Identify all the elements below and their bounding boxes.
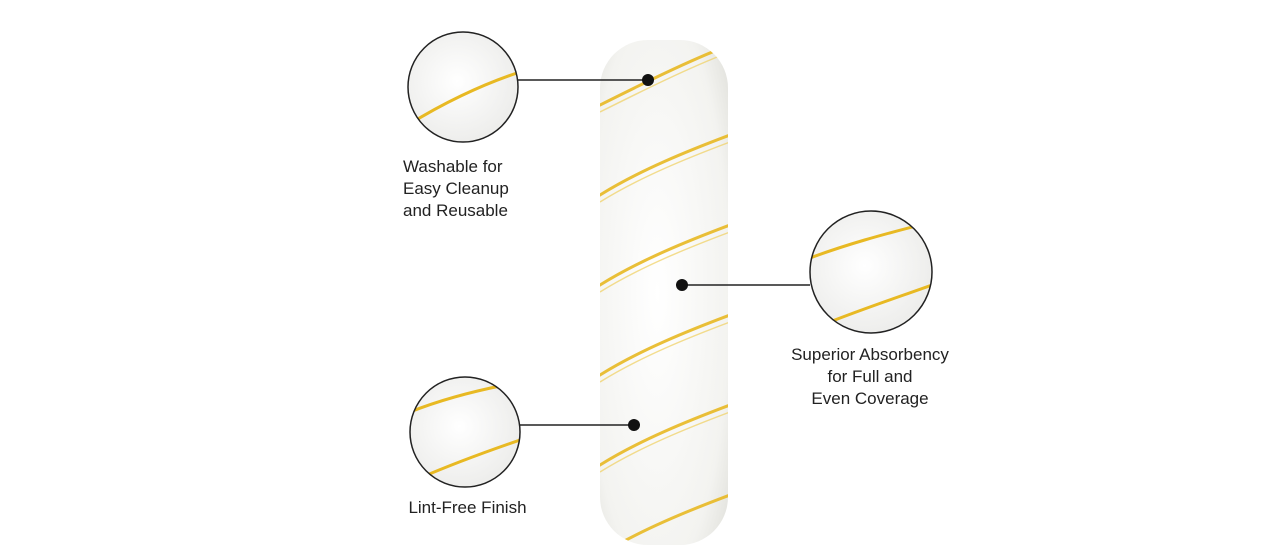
callout-connector-lint-free — [520, 419, 640, 431]
caption-lint-free: Lint-Free Finish — [395, 497, 540, 519]
zoom-circle-lint-free — [409, 376, 521, 488]
caption-line: for Full and — [827, 367, 913, 386]
caption-line: Washable for — [403, 157, 503, 176]
roller-cover — [600, 40, 728, 545]
caption-line: Lint-Free Finish — [408, 498, 527, 517]
caption-line: Easy Cleanup — [403, 179, 509, 198]
zoom-circle-absorbency — [809, 210, 933, 334]
caption-absorbency: Superior Absorbency for Full and Even Co… — [770, 344, 970, 410]
callout-connector-washable — [518, 74, 654, 86]
zoom-circle-washable — [407, 31, 519, 143]
callout-connector-absorbency — [676, 279, 810, 291]
caption-line: and Reusable — [403, 201, 508, 220]
caption-line: Superior Absorbency — [791, 345, 949, 364]
caption-line: Even Coverage — [811, 389, 929, 408]
caption-washable: Washable for Easy Cleanup and Reusable — [403, 156, 533, 222]
